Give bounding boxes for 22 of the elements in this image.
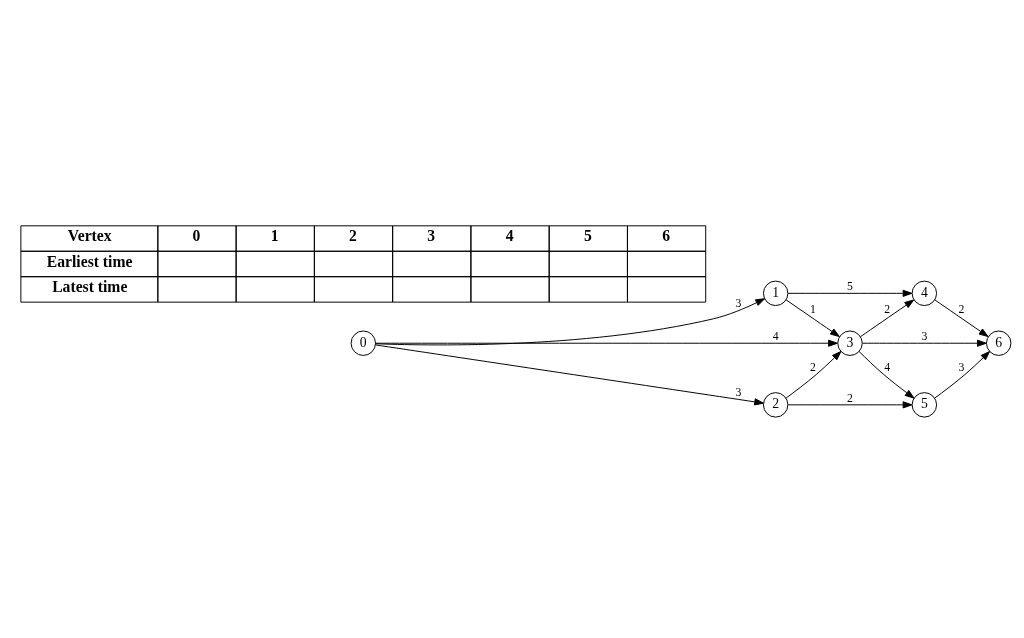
edge-label: 5 [847, 279, 853, 293]
label: Latest time [52, 277, 128, 295]
edge-label: 1 [809, 302, 816, 316]
edge-label: 2 [809, 360, 816, 374]
edge-label: 3 [921, 329, 928, 343]
label: 5 [583, 226, 592, 244]
label: Vertex [67, 226, 112, 244]
label: 6 [662, 226, 670, 244]
label: 1 [270, 226, 279, 244]
label: 0 [192, 226, 201, 244]
edge-label: 3 [958, 360, 965, 374]
edge-label: 4 [884, 360, 891, 374]
label: 2 [349, 226, 357, 244]
label: 4 [505, 226, 514, 244]
edge-label: 3 [735, 385, 742, 399]
label: Earliest time [46, 252, 133, 270]
edge-label: 2 [958, 302, 965, 316]
edge-label: 4 [772, 329, 779, 343]
edge-label: 2 [847, 391, 853, 405]
edge-label: 2 [884, 302, 891, 316]
edge-label: 3 [735, 296, 742, 310]
label: 3 [427, 226, 436, 244]
